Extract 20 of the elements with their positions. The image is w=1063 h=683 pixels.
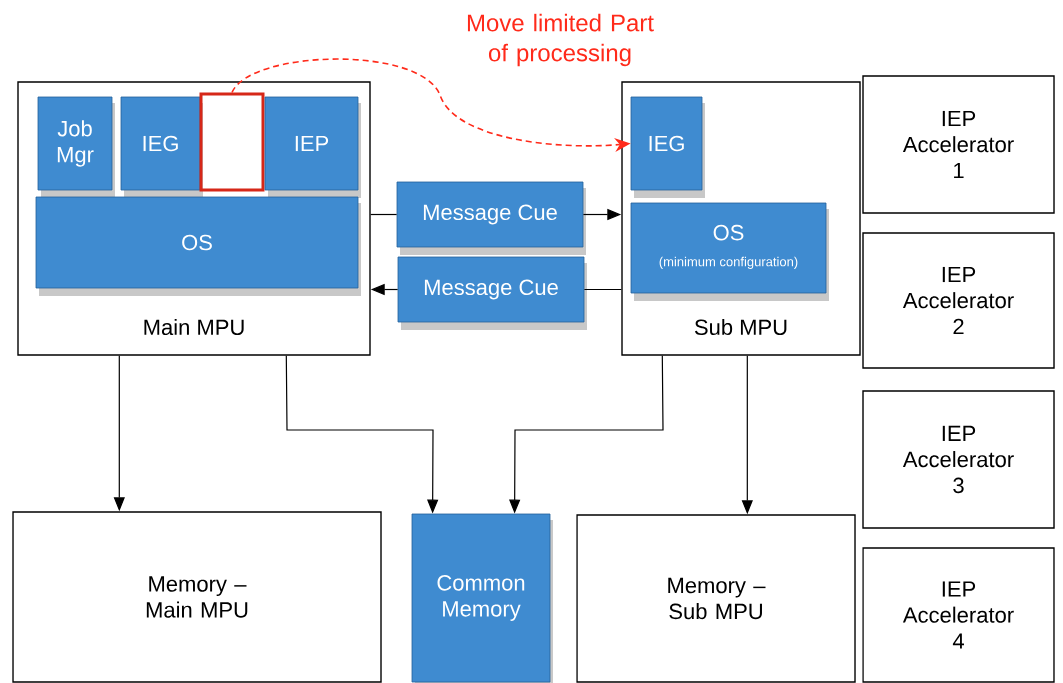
dashed-arrow — [231, 58, 631, 152]
component-box: IEP Accelerator 4 — [862, 547, 1055, 683]
connector-line — [370, 213, 398, 216]
component-box: Memory – Main MPU — [12, 511, 382, 683]
component-box: Memory – Sub MPU — [576, 514, 856, 683]
component-box: IEP Accelerator 1 — [862, 75, 1055, 214]
block: Message Cue — [397, 256, 585, 323]
block: Common Memory — [411, 513, 551, 683]
edge-label: Move limited Part of processing — [467, 13, 654, 67]
block: Message Cue — [396, 181, 584, 248]
highlight-box — [199, 92, 265, 192]
block: OS (minimum configuration) — [630, 202, 827, 294]
component-box: IEP Accelerator 3 — [862, 390, 1055, 529]
block: IEG — [120, 96, 201, 191]
block: IEG — [630, 96, 703, 191]
block: IEP — [264, 96, 359, 191]
block: OS — [35, 196, 359, 289]
connector-line — [583, 288, 622, 291]
component-box: IEP Accelerator 2 — [862, 232, 1055, 369]
block: Job Mgr — [37, 96, 113, 191]
